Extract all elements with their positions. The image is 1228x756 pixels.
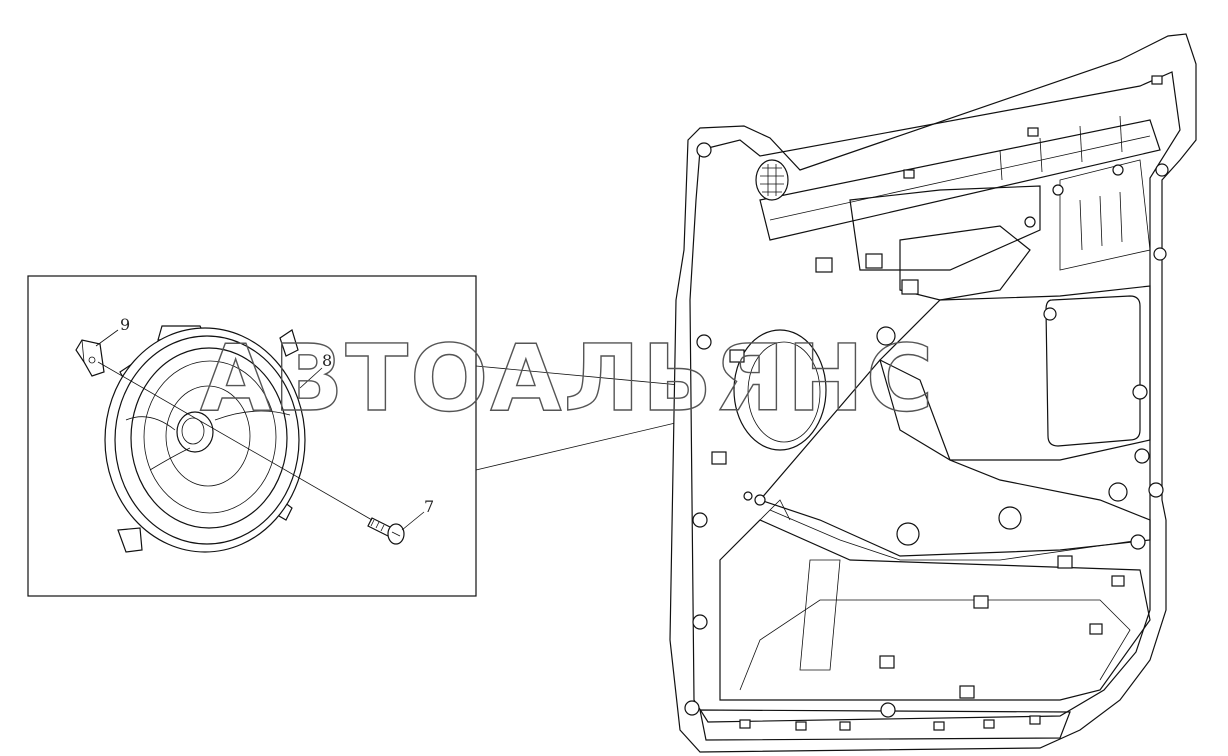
callout-9: 9 — [95, 315, 130, 347]
callout-8: 8 — [299, 351, 332, 389]
leader-lines — [475, 365, 713, 471]
door-studs — [711, 75, 1163, 731]
assembly-axis — [97, 361, 373, 521]
callout-9-label: 9 — [120, 315, 130, 334]
vent-grill — [755, 159, 789, 201]
watermark-text: АВТОАЛЬЯНС — [200, 325, 935, 432]
speaker-opening — [733, 329, 827, 451]
callout-7: 7 — [401, 497, 434, 531]
door-clips — [684, 142, 1169, 718]
callout-7-label: 7 — [424, 497, 434, 516]
callout-8-label: 8 — [322, 351, 332, 370]
speaker — [104, 325, 306, 553]
door-panel — [669, 33, 1197, 753]
screw — [367, 517, 405, 545]
detail-box — [27, 275, 477, 597]
bracket — [75, 339, 105, 377]
